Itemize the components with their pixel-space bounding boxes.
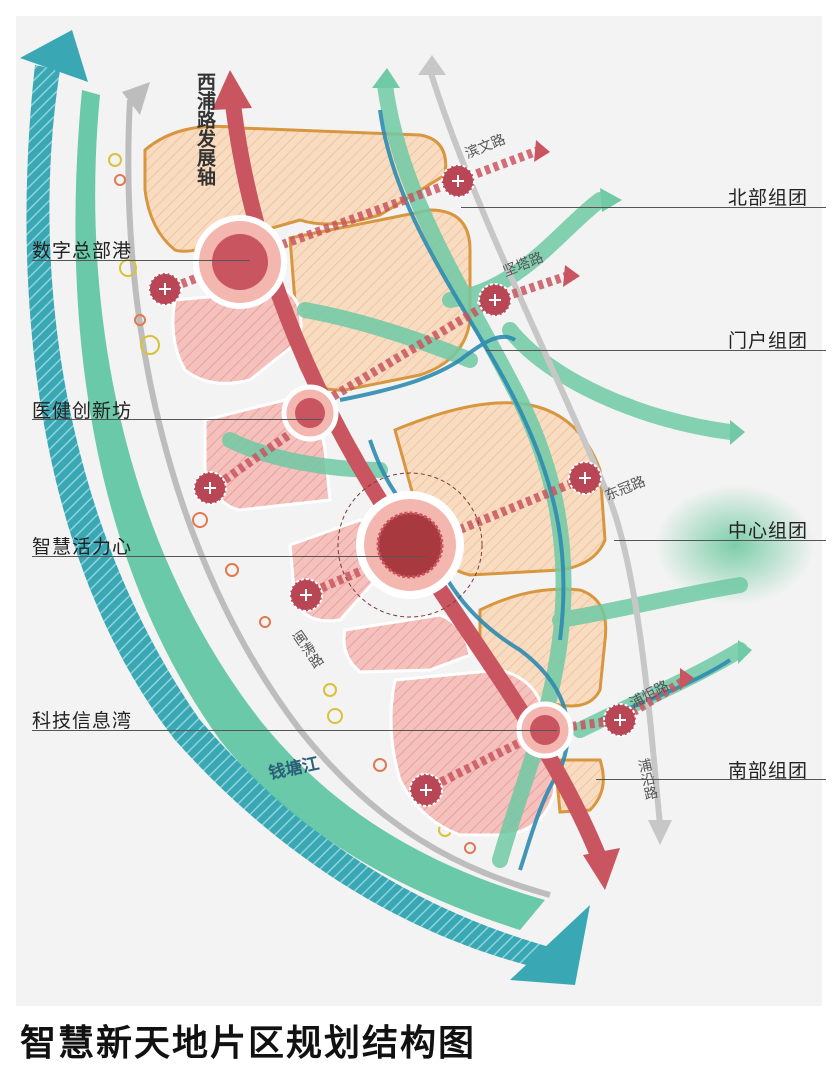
cluster-label-south: 南部组团 (728, 761, 809, 782)
axis-arrow-bottom (583, 848, 620, 890)
connector-arrow-1 (534, 140, 550, 162)
puyan-arrow-top (418, 55, 446, 75)
axis-arrow-top (212, 70, 252, 110)
axis-label: 西浦路发展轴 (194, 72, 215, 186)
vitality-radius (337, 472, 483, 618)
river-arrow-bottom (510, 905, 590, 985)
node-digital (193, 215, 287, 309)
node-label-digital: 数字总部港 (32, 241, 133, 262)
leader-gateway (486, 350, 826, 351)
node-label-tech: 科技信息湾 (32, 711, 133, 732)
mintao-road (125, 99, 551, 898)
puyan-arrow-bottom (648, 820, 672, 845)
corridor-arrow-1 (600, 188, 622, 212)
corridor-arrow-3 (738, 640, 752, 664)
corridor-arrow-2 (730, 420, 745, 445)
junction-plus-icons (159, 175, 626, 796)
cluster-label-center: 中心组团 (728, 521, 809, 542)
green-glow-east (655, 485, 815, 605)
leader-vitality (32, 556, 426, 557)
leader-north (461, 207, 826, 208)
zone-gateway-pink (171, 288, 303, 385)
leader-tech (32, 730, 557, 731)
mintao-arrow (122, 82, 150, 115)
junction-nodes (148, 164, 637, 807)
node-medical (281, 384, 339, 442)
zone-center-pink-2 (342, 613, 472, 674)
node-vitality (356, 491, 464, 599)
node-label-vitality: 智慧活力心 (32, 537, 133, 558)
map-panel: 数字总部港 医健创新坊 智慧活力心 科技信息湾 北部组团 门户组团 中心组团 南… (16, 16, 826, 1006)
connector-arrow-3 (680, 668, 694, 690)
leader-center (614, 540, 826, 541)
corridor-arrow-top (372, 68, 400, 88)
cluster-label-north: 北部组团 (728, 188, 809, 209)
leader-medical (32, 419, 322, 420)
node-label-medical: 医健创新坊 (32, 401, 133, 422)
structure-map (20, 30, 815, 985)
leader-digital (32, 260, 250, 261)
puyan-road (427, 69, 663, 826)
connector-arrow-2 (563, 265, 580, 287)
leader-south (596, 779, 826, 780)
cluster-label-gateway: 门户组团 (728, 331, 809, 352)
river-arrow-top (20, 30, 88, 82)
page-title: 智慧新天地片区规划结构图 (20, 1022, 477, 1063)
